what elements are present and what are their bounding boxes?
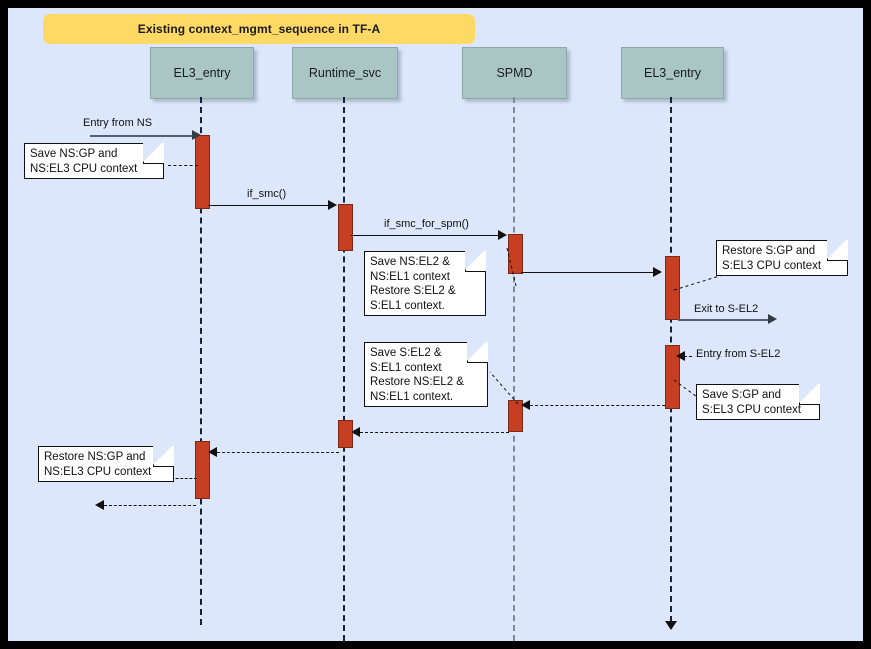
- lifeline-end-arrow-el3-entry-right: [665, 621, 677, 630]
- note-line: Save S:EL2 &: [370, 347, 442, 359]
- lifeline-el3-entry-left: [200, 97, 202, 625]
- participant-el3-entry-right[interactable]: EL3_entry: [621, 47, 724, 99]
- activation-runtime-1: [338, 204, 353, 251]
- message-arrowhead-spmd-to-el3-right: [653, 267, 662, 277]
- message-label-if-smc: if_smc(): [245, 188, 289, 200]
- note-fold-corner-icon: [827, 239, 848, 261]
- note-fold-corner-icon: [143, 142, 164, 164]
- message-arrowhead-runtime-to-el3-left: [208, 447, 217, 457]
- participant-spmd[interactable]: SPMD: [462, 47, 567, 99]
- message-arrowhead-entry-from-s-el2: [676, 351, 685, 361]
- message-label-if-smc-for-spm: if_smc_for_spm(): [382, 218, 471, 230]
- participant-runtime-svc[interactable]: Runtime_svc: [292, 47, 398, 99]
- note-line: Restore S:GP and: [722, 245, 816, 257]
- message-line-el3-right-to-spmd: [530, 405, 665, 406]
- note-anchor-2: [506, 247, 517, 287]
- note-line: NS:EL1 context: [370, 270, 450, 283]
- note-line: Save NS:EL2 &: [370, 256, 450, 268]
- message-arrowhead-spmd-to-runtime: [351, 427, 360, 437]
- note-line: NS:EL3 CPU context: [44, 465, 152, 478]
- activation-spmd-2: [508, 400, 523, 432]
- message-line-entry-from-ns: [90, 135, 194, 137]
- message-line-el3-left-exit: [104, 505, 196, 506]
- message-arrowhead-entry-from-ns: [192, 130, 201, 140]
- note-save-ns-gp: Save NS:GP and NS:EL3 CPU context: [24, 142, 164, 179]
- message-arrowhead-if-smc: [328, 200, 337, 210]
- note-line: NS:EL3 CPU context: [30, 162, 138, 175]
- note-line: S:EL3 CPU context: [702, 403, 802, 416]
- note-line: Restore S:EL2 &: [370, 285, 456, 297]
- participant-label: Runtime_svc: [308, 66, 382, 80]
- message-arrowhead-el3-left-exit: [95, 500, 104, 510]
- message-label-exit-to-s-el2: Exit to S-EL2: [692, 303, 761, 315]
- message-line-spmd-to-runtime: [360, 432, 509, 433]
- message-line-spmd-to-el3-right: [521, 272, 655, 273]
- note-line: S:EL3 CPU context: [722, 259, 822, 272]
- participant-el3-entry-left[interactable]: EL3_entry: [150, 47, 254, 99]
- note-line: Restore NS:GP and: [44, 451, 146, 463]
- note-line: NS:EL1 context.: [370, 390, 454, 403]
- note-fold-corner-icon: [799, 383, 820, 405]
- note-restore-s-gp: Restore S:GP and S:EL3 CPU context: [716, 239, 848, 276]
- note-anchor-1: [168, 165, 198, 166]
- note-save-s-gp: Save S:GP and S:EL3 CPU context: [696, 383, 820, 420]
- participant-label: EL3_entry: [644, 66, 701, 80]
- lifeline-spmd: [513, 97, 515, 641]
- note-line: S:EL1 context: [370, 361, 442, 374]
- lifeline-runtime-svc: [343, 97, 345, 641]
- note-save-ns-el2: Save NS:EL2 & NS:EL1 context Restore S:E…: [364, 250, 486, 316]
- message-arrowhead-if-smc-for-spm: [498, 230, 507, 240]
- note-line: Restore NS:EL2 &: [370, 376, 464, 388]
- note-line: Save S:GP and: [702, 389, 782, 401]
- message-line-exit-to-s-el2: [678, 319, 770, 321]
- message-label-entry-from-ns: Entry from NS: [81, 117, 155, 129]
- participant-label: SPMD: [496, 66, 533, 80]
- activation-el3-left-2: [195, 441, 210, 499]
- message-label-entry-from-s-el2: Entry from S-EL2: [694, 348, 783, 360]
- note-restore-ns-gp: Restore NS:GP and NS:EL3 CPU context: [38, 445, 174, 482]
- note-line: S:EL1 context.: [370, 299, 445, 312]
- note-save-s-el2: Save S:EL2 & S:EL1 context Restore NS:EL…: [364, 341, 488, 407]
- participant-label: EL3_entry: [173, 66, 231, 80]
- note-fold-corner-icon: [467, 341, 488, 363]
- message-arrowhead-el3-right-to-spmd: [521, 400, 530, 410]
- note-anchor-4: [489, 371, 519, 405]
- note-anchor-6: [171, 478, 197, 479]
- activation-el3-right-2: [665, 345, 680, 409]
- diagram-title-banner: Existing context_mgmt_sequence in TF-A: [43, 14, 475, 44]
- diagram-canvas: Existing context_mgmt_sequence in TF-A E…: [8, 8, 863, 641]
- note-fold-corner-icon: [153, 445, 174, 467]
- note-line: Save NS:GP and: [30, 148, 118, 160]
- activation-el3-left-1: [195, 135, 210, 209]
- message-line-if-smc: [208, 205, 330, 206]
- message-line-if-smc-for-spm: [351, 235, 500, 236]
- message-line-runtime-to-el3-left: [217, 452, 339, 453]
- message-arrowhead-exit-to-s-el2: [768, 314, 777, 324]
- activation-el3-right-1: [665, 256, 680, 320]
- note-fold-corner-icon: [465, 250, 486, 272]
